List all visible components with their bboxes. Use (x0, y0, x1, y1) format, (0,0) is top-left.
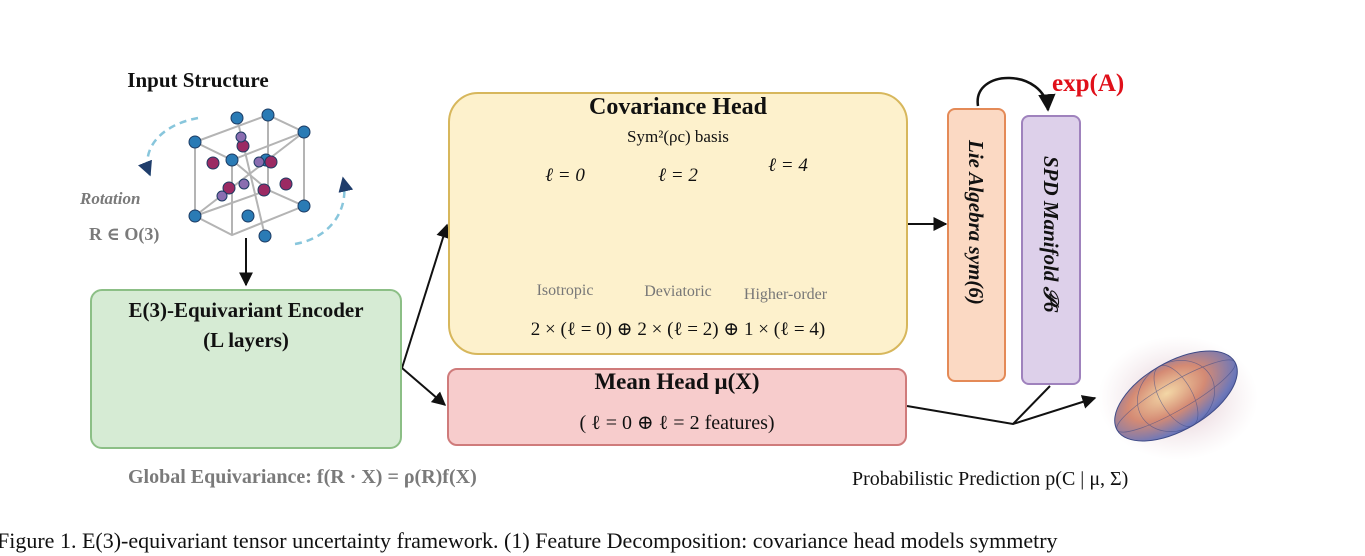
rotation-label: Rotation (80, 189, 141, 208)
encoder-title: E(3)-Equivariant Encoder (128, 298, 364, 322)
global-equivariance-label: Global Equivariance: f(R · X) = ρ(R)f(X) (128, 466, 477, 488)
probabilistic-prediction-label: Probabilistic Prediction p(C | μ, Σ) (852, 468, 1129, 490)
covariance-head-title: Covariance Head (589, 94, 767, 120)
arrow-encoder-to-covariance (401, 223, 450, 369)
arrow-spd-to-prediction (1012, 385, 1051, 425)
uncertainty-ellipsoid-icon (1098, 336, 1258, 460)
mean-head-box (447, 368, 907, 446)
rotation-arc-left (138, 116, 199, 177)
order-label-l4: ℓ = 4 (768, 155, 808, 176)
crystal-lattice-icon (192, 113, 307, 237)
order-label-l2: ℓ = 2 (658, 165, 698, 186)
spd-manifold-label: SPD Manifold 𝒫6 (1039, 156, 1063, 313)
rotation-group-label: R ∈ O(3) (89, 224, 160, 244)
encoder-subtitle: (L layers) (203, 328, 289, 352)
figure-caption: Figure 1. E(3)-equivariant tensor uncert… (0, 528, 1058, 553)
isotropic-caption: Isotropic (536, 282, 594, 299)
mean-head-title: Mean Head μ(X) (594, 369, 760, 394)
mean-head-subtitle: ( ℓ = 0 ⊕ ℓ = 2 features) (579, 412, 775, 434)
order-label-l0: ℓ = 0 (545, 165, 585, 186)
encoder-box (90, 289, 402, 449)
covariance-basis-label: Sym²(ρc) basis (627, 127, 729, 146)
arrow-encoder-to-mean (401, 367, 447, 406)
decomposition-formula: 2 × (ℓ = 0) ⊕ 2 × (ℓ = 2) ⊕ 1 × (ℓ = 4) (530, 319, 826, 340)
higher-order-caption: Higher-order (743, 286, 828, 303)
lie-algebra-box (947, 108, 1006, 382)
input-structure-title: Input Structure (127, 68, 269, 92)
deviatoric-caption: Deviatoric (644, 283, 712, 300)
lattice-atoms (188, 108, 311, 243)
lie-algebra-label: Lie Algebra sym(6) (964, 140, 988, 305)
spd-manifold-box (1021, 115, 1081, 385)
exp-map-label: exp(A) (1052, 70, 1125, 97)
covariance-head-box (448, 92, 908, 355)
arrow-mean-to-prediction (906, 395, 1097, 426)
arrow-exp-map (976, 76, 1056, 112)
